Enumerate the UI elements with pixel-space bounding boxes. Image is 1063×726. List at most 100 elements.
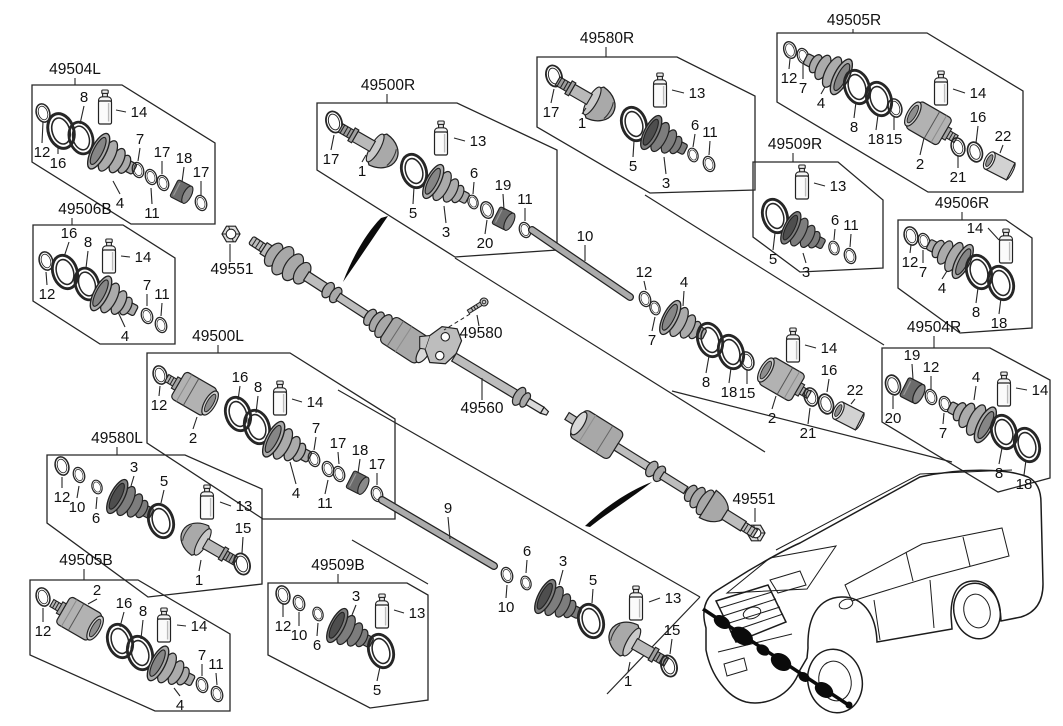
region-divider-line <box>351 539 429 585</box>
callout-leader-line <box>241 536 244 554</box>
callout-number: 7 <box>939 425 947 442</box>
callout-leader-line <box>669 638 673 655</box>
callout-leader-line <box>291 398 303 403</box>
callout-leader-line <box>820 86 826 95</box>
boot-part <box>321 604 381 661</box>
group-box <box>31 84 216 225</box>
callout-leader-line <box>85 250 89 269</box>
callout-leader-line <box>849 233 852 248</box>
callout-number: 4 <box>680 274 688 291</box>
callout-leader-line <box>728 367 732 384</box>
jointI-part <box>158 363 224 420</box>
ring-part <box>498 565 516 585</box>
roof-rail <box>775 469 1013 551</box>
cap-part <box>491 205 518 233</box>
callout-leader-line <box>813 182 826 187</box>
ring-part <box>273 583 293 607</box>
callout-leader-line <box>289 461 297 485</box>
callout-number: 18 <box>352 442 369 459</box>
boot-part <box>257 417 320 476</box>
callout-number: 10 <box>498 599 515 616</box>
shaft-bar-part <box>379 497 497 569</box>
ring-part <box>885 96 905 120</box>
callout-leader-line <box>351 604 357 616</box>
callout-leader-line <box>998 297 1002 315</box>
ring-part <box>52 454 72 478</box>
callout-number: 5 <box>769 251 777 268</box>
callout-leader-line <box>802 252 807 264</box>
callout-number: 18 <box>1016 476 1033 493</box>
callout-number: 16 <box>116 595 133 612</box>
callout-leader-line <box>651 316 656 332</box>
rear-wheel-hub <box>963 593 991 629</box>
ring-part <box>882 372 904 398</box>
callout-number: 21 <box>800 425 817 442</box>
part-number-label-49509r: 49509R <box>768 136 822 153</box>
callout-number: 13 <box>665 590 682 607</box>
callout-leader-line <box>137 147 141 162</box>
callout-number: 11 <box>317 495 333 512</box>
callout-leader-line <box>502 193 505 211</box>
callout-leader-line <box>807 407 811 425</box>
callout-number: 15 <box>235 520 252 537</box>
callout-number: 15 <box>739 385 756 402</box>
callout-number: 15 <box>664 622 681 639</box>
group-box <box>776 32 1024 193</box>
callout-leader-line <box>550 88 555 104</box>
callout-number: 6 <box>831 212 839 229</box>
callout-number: 14 <box>131 104 148 121</box>
callout-number: 5 <box>589 572 597 589</box>
swoosh-mark-right <box>585 482 652 527</box>
bottle-part <box>996 371 1012 407</box>
ring-part <box>154 173 172 193</box>
brand-logo <box>742 606 762 620</box>
part-number-label-49500r: 49500R <box>361 77 415 94</box>
callout-number: 9 <box>444 500 452 517</box>
callout-number: 12 <box>781 70 798 87</box>
ring-part <box>964 139 986 165</box>
callout-leader-line <box>525 559 528 574</box>
callout-number: 16 <box>970 109 987 126</box>
callout-leader-line <box>119 611 125 628</box>
callout-leader-line <box>176 624 187 627</box>
bottle-part <box>97 89 113 125</box>
bottle-part <box>628 585 644 621</box>
part-number-label-49504r: 49504R <box>907 319 961 336</box>
bottle-part <box>794 164 810 200</box>
ring-part <box>219 392 257 436</box>
callout-number: 3 <box>130 459 138 476</box>
callout-number: 4 <box>176 697 184 714</box>
callout-number: 2 <box>93 582 101 599</box>
part-number-label-49504l: 49504L <box>49 61 101 78</box>
nut-part <box>221 225 241 243</box>
callout-number: 10 <box>291 627 308 644</box>
callout-number: 17 <box>369 456 386 473</box>
callout-number: 12 <box>151 397 168 414</box>
callout-number: 8 <box>850 119 858 136</box>
callout-leader-line <box>973 385 977 401</box>
callout-number: 19 <box>495 177 512 194</box>
callout-number: 14 <box>821 340 838 357</box>
callout-number: 17 <box>323 151 340 168</box>
callout-number: 4 <box>121 328 129 345</box>
callout-leader-line <box>412 186 415 205</box>
callout-number: 13 <box>236 498 253 515</box>
group-box <box>897 219 1033 334</box>
part-number-label-49580l: 49580L <box>91 430 143 447</box>
callout-leader-line <box>255 395 259 414</box>
ring-part <box>290 593 308 613</box>
callout-number: 1 <box>624 673 632 690</box>
part-number-label-49551-right: 49551 <box>732 491 775 508</box>
ring-part <box>208 684 226 704</box>
callout-leader-line <box>581 107 587 115</box>
ring-part <box>192 193 210 213</box>
callout-number: 16 <box>50 155 67 172</box>
bottle-part <box>433 120 449 156</box>
callout-number: 3 <box>662 175 670 192</box>
callout-number: 1 <box>358 163 366 180</box>
callout-leader-line <box>215 672 218 686</box>
callout-leader-line <box>376 666 381 682</box>
front-wheel <box>806 648 864 714</box>
callout-number: 22 <box>995 128 1012 145</box>
callout-leader-line <box>833 228 836 241</box>
